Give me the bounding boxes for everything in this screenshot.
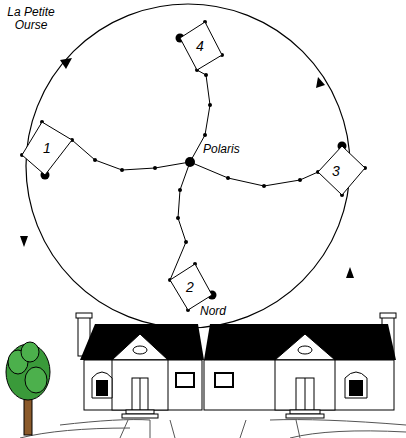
- rotation-circle: [26, 4, 350, 328]
- direction-arrow: [60, 58, 72, 69]
- dipper-bowl: 3: [316, 143, 368, 198]
- dipper-bowl: 1: [20, 118, 76, 178]
- callout-number: 4: [196, 39, 204, 53]
- bowl-outline: [316, 143, 368, 198]
- driveway: [20, 420, 406, 438]
- direction-arrow: [346, 267, 354, 278]
- constellation-name: La Petite Ourse: [4, 6, 58, 32]
- direction-arrow: [20, 236, 28, 247]
- star-label: Nord: [200, 305, 226, 318]
- direction-arrow: [316, 77, 325, 88]
- stars: [20, 20, 367, 312]
- dipper-bowl: 4: [178, 20, 224, 72]
- callout-number: 2: [186, 280, 194, 294]
- tree: [6, 342, 50, 435]
- house: [76, 313, 204, 418]
- callout-number: 1: [43, 141, 51, 155]
- star-label: Polaris: [203, 143, 240, 156]
- dipper-handles: [72, 70, 318, 280]
- house: [204, 313, 396, 418]
- callout-number: 3: [332, 164, 340, 178]
